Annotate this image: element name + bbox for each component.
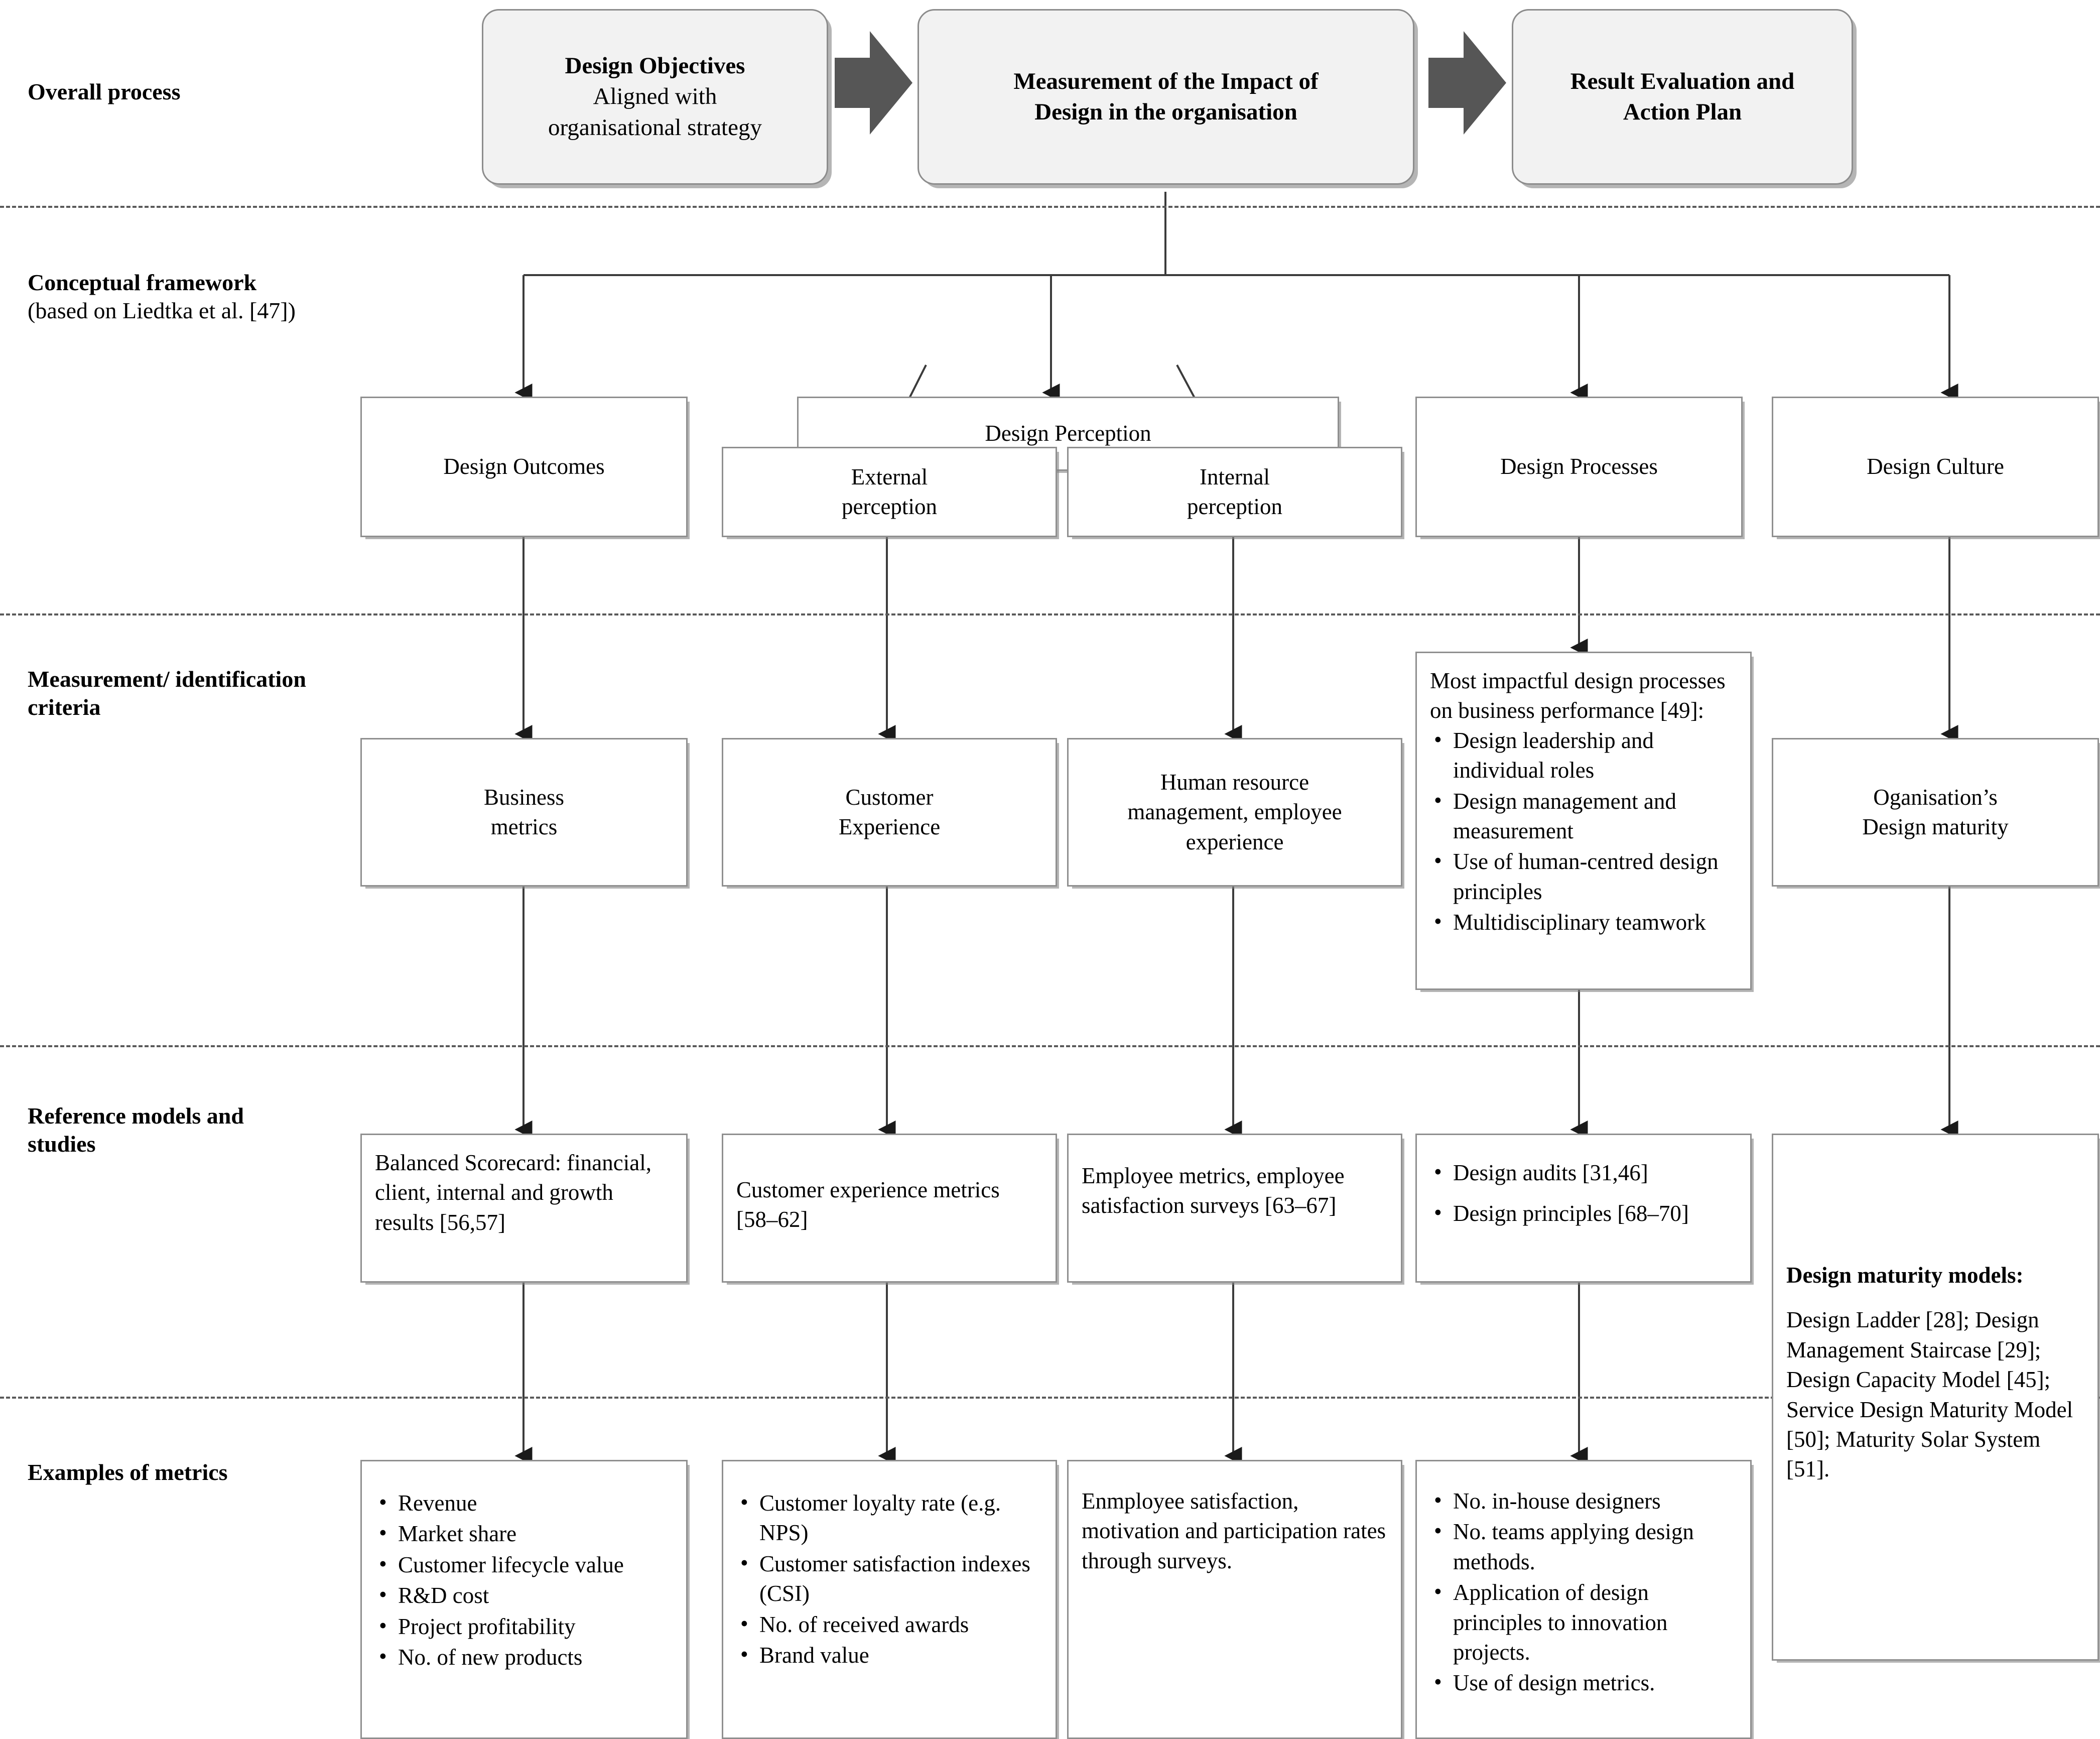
- row-label-examples-text: Examples of metrics: [28, 1459, 228, 1485]
- step1-title: Design Objectives: [565, 53, 745, 79]
- customer-examples-list: Customer loyalty rate (e.g. NPS) Custome…: [736, 1487, 1043, 1670]
- list-item: Use of design metrics.: [1430, 1667, 1738, 1698]
- examples-box-process-metrics[interactable]: No. in-house designers No. teams applyin…: [1415, 1460, 1752, 1739]
- reference-box-balanced-scorecard[interactable]: Balanced Scorecard: financial, client, i…: [360, 1134, 688, 1283]
- framework-box-external-perception[interactable]: External perception: [722, 447, 1057, 537]
- internal-perception-line2: perception: [1187, 494, 1282, 519]
- employee-examples-text: Enmployee satisfaction, motivation and p…: [1082, 1488, 1386, 1573]
- hr-line3: experience: [1186, 829, 1284, 854]
- band-divider-4: [0, 1397, 2100, 1399]
- list-item: Customer lifecycle value: [375, 1549, 674, 1580]
- step2-line2: Design in the organisation: [1034, 99, 1297, 125]
- reference-box-employee-metrics[interactable]: Employee metrics, employee satisfaction …: [1067, 1134, 1402, 1283]
- row-label-framework-bold: Conceptual framework: [28, 270, 257, 295]
- band-divider-1: [0, 206, 2100, 208]
- framework-box-design-processes[interactable]: Design Processes: [1415, 397, 1743, 537]
- list-item: Application of design principles to inno…: [1430, 1577, 1738, 1667]
- business-metrics-line1: Business: [483, 784, 565, 810]
- list-item: Revenue: [375, 1487, 674, 1518]
- examples-box-business-metrics[interactable]: Revenue Market share Customer lifecycle …: [360, 1460, 688, 1739]
- step1-sub1: Aligned with: [593, 83, 717, 110]
- list-item: R&D cost: [375, 1580, 674, 1610]
- list-item: No. of new products: [375, 1642, 674, 1672]
- maturity-models-heading: Design maturity models:: [1786, 1263, 2024, 1288]
- criteria-box-design-processes-list[interactable]: Most impactful design processes on busin…: [1415, 652, 1752, 990]
- criteria-box-design-maturity[interactable]: Oganisation’s Design maturity: [1772, 738, 2099, 887]
- customer-experience-metrics-text: Customer experience metrics [58–62]: [736, 1177, 1000, 1232]
- internal-perception-line1: Internal: [1200, 464, 1270, 489]
- band-divider-2: [0, 613, 2100, 615]
- row-label-overall-text: Overall process: [28, 79, 181, 104]
- criteria-box-human-resource[interactable]: Human resource management, employee expe…: [1067, 738, 1402, 887]
- band-divider-3: [0, 1045, 2100, 1047]
- processes-bullet-list: Design leadership and individual roles D…: [1430, 725, 1738, 938]
- row-label-measurement-text: Measurement/ identification criteria: [28, 666, 306, 720]
- reference-box-customer-experience[interactable]: Customer experience metrics [58–62]: [722, 1134, 1057, 1283]
- list-item: Brand value: [736, 1640, 1043, 1670]
- list-item: Multidisciplinary teamwork: [1430, 907, 1738, 937]
- maturity-line2: Design maturity: [1862, 814, 2009, 839]
- row-label-measurement-criteria: Measurement/ identification criteria: [28, 665, 339, 721]
- design-outcomes-label: Design Outcomes: [443, 454, 605, 479]
- list-item: Customer loyalty rate (e.g. NPS): [736, 1487, 1043, 1548]
- design-processes-label: Design Processes: [1500, 454, 1658, 479]
- step1-sub2: organisational strategy: [548, 114, 762, 141]
- examples-box-customer-metrics[interactable]: Customer loyalty rate (e.g. NPS) Custome…: [722, 1460, 1057, 1739]
- step3-line1: Result Evaluation and: [1570, 68, 1795, 94]
- hr-line1: Human resource: [1160, 769, 1309, 795]
- step3-line2: Action Plan: [1623, 99, 1742, 125]
- design-perception-label: Design Perception: [985, 421, 1151, 446]
- process-step-design-objectives[interactable]: Design Objectives Aligned with organisat…: [482, 9, 828, 185]
- design-culture-label: Design Culture: [1867, 454, 2004, 479]
- list-item: Use of human-centred design principles: [1430, 846, 1738, 907]
- framework-box-internal-perception[interactable]: Internal perception: [1067, 447, 1402, 537]
- process-step-result-evaluation[interactable]: Result Evaluation and Action Plan: [1512, 9, 1853, 185]
- list-item: Market share: [375, 1518, 674, 1549]
- customer-experience-line2: Experience: [838, 814, 941, 839]
- right-arrow-icon-1: [835, 31, 912, 135]
- row-label-examples-metrics: Examples of metrics: [28, 1458, 299, 1486]
- reference-box-design-audits[interactable]: Design audits [31,46] Design principles …: [1415, 1134, 1752, 1283]
- maturity-models-body: Design Ladder [28]; Design Management St…: [1786, 1307, 2073, 1482]
- framework-box-design-outcomes[interactable]: Design Outcomes: [360, 397, 688, 537]
- design-reference-bullet-list: Design audits [31,46] Design principles …: [1430, 1157, 1738, 1229]
- balanced-scorecard-text: Balanced Scorecard: financial, client, i…: [375, 1150, 651, 1235]
- list-item: Design audits [31,46]: [1430, 1157, 1738, 1188]
- step2-line1: Measurement of the Impact of: [1013, 68, 1319, 94]
- business-examples-list: Revenue Market share Customer lifecycle …: [375, 1487, 674, 1672]
- row-label-reference-models: Reference models and studies: [28, 1102, 309, 1158]
- framework-box-design-culture[interactable]: Design Culture: [1772, 397, 2099, 537]
- examples-box-employee-metrics[interactable]: Enmployee satisfaction, motivation and p…: [1067, 1460, 1402, 1739]
- row-label-overall-process: Overall process: [28, 78, 339, 106]
- row-label-reference-text: Reference models and studies: [28, 1103, 244, 1157]
- list-item: Project profitability: [375, 1611, 674, 1642]
- external-perception-line1: External: [851, 464, 928, 489]
- business-metrics-line2: metrics: [490, 814, 558, 839]
- list-item: No. in-house designers: [1430, 1485, 1738, 1516]
- customer-experience-line1: Customer: [845, 784, 934, 810]
- maturity-line1: Oganisation’s: [1873, 784, 1998, 810]
- reference-box-design-maturity-models[interactable]: Design maturity models: Design Ladder [2…: [1772, 1134, 2099, 1661]
- list-item: Design principles [68–70]: [1430, 1198, 1738, 1228]
- process-examples-list: No. in-house designers No. teams applyin…: [1430, 1485, 1738, 1698]
- process-step-measurement[interactable]: Measurement of the Impact of Design in t…: [917, 9, 1414, 185]
- list-item: No. of received awards: [736, 1609, 1043, 1640]
- criteria-box-customer-experience[interactable]: Customer Experience: [722, 738, 1057, 887]
- criteria-box-business-metrics[interactable]: Business metrics: [360, 738, 688, 887]
- external-perception-line2: perception: [842, 494, 937, 519]
- list-item: No. teams applying design methods.: [1430, 1516, 1738, 1577]
- row-label-framework-sub: (based on Liedtka et al. [47]): [28, 298, 296, 324]
- row-label-conceptual-framework: Conceptual framework (based on Liedtka e…: [28, 269, 344, 325]
- hr-line2: management, employee: [1127, 799, 1342, 825]
- right-arrow-icon-2: [1428, 31, 1506, 135]
- list-item: Design management and measurement: [1430, 786, 1738, 846]
- employee-metrics-text: Employee metrics, employee satisfaction …: [1082, 1163, 1345, 1218]
- processes-intro-text: Most impactful design processes on busin…: [1430, 668, 1726, 723]
- list-item: Customer satisfaction indexes (CSI): [736, 1548, 1043, 1609]
- list-item: Design leadership and individual roles: [1430, 725, 1738, 786]
